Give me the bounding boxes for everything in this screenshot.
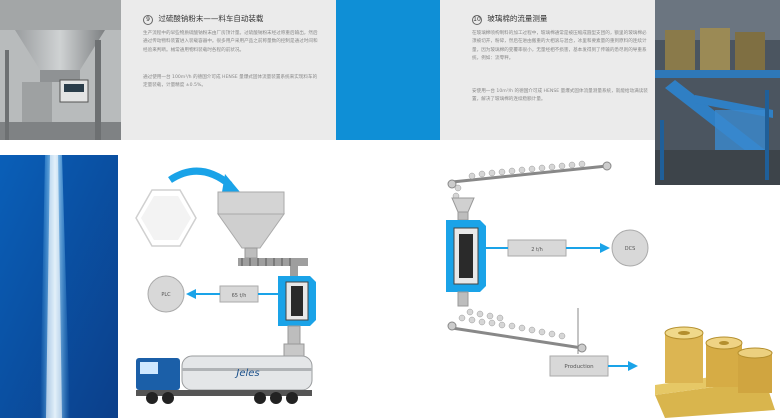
dcs-label: DCS bbox=[625, 246, 636, 252]
section2-title: 玻璃棉的流量测量 bbox=[487, 14, 548, 23]
insulation-rolls-photo bbox=[650, 325, 780, 418]
section2-paragraph-2: 安使用一台 10m³/h 的德国介可成 HENSE 量爆式固体流量测量系统，就能… bbox=[472, 89, 648, 103]
glass-wool-diagram: 2 t/h DCS Production bbox=[432, 158, 662, 388]
section1-text-panel: 9 过硫酸钠粉末——料车自动装载 生产流程中的早些物质硫酸钠粉末由厂房顶计量。过… bbox=[121, 0, 336, 140]
section2-heading: 10 玻璃棉的流量测量 bbox=[472, 13, 547, 25]
powder-spray-photo bbox=[0, 155, 118, 418]
production-label: Production bbox=[564, 364, 594, 370]
truck-brand-text: Jeles bbox=[234, 368, 259, 379]
section1-paragraph-2: 通过使用一台 100m³/h 的德国介可成 HENSE 量爆式固体流量装置系统来… bbox=[143, 75, 318, 89]
conveyor-plant-photo bbox=[655, 0, 780, 185]
section2-text-panel: 10 玻璃棉的流量测量 在玻璃棉喷构制料的加工过程中，玻璃棉通常是被压缩成圆型支… bbox=[440, 0, 655, 140]
section1-paragraph-1: 生产流程中的早些物质硫酸钠粉末由厂房顶计量。过硫酸钠粉末经过称重后输出，然后通过… bbox=[143, 31, 318, 53]
truck-loading-diagram: 65 t/h PLC Jeles bbox=[130, 160, 360, 418]
section1-number: 9 bbox=[143, 15, 153, 25]
left-flow-value: 65 t/h bbox=[232, 293, 247, 299]
right-flow-value: 2 t/h bbox=[531, 247, 543, 253]
section2-number: 10 bbox=[472, 15, 482, 25]
section1-heading: 9 过硫酸钠粉末——料车自动装载 bbox=[143, 13, 263, 25]
section1-title: 过硫酸钠粉末——料车自动装载 bbox=[158, 14, 264, 23]
plc-label: PLC bbox=[161, 292, 171, 298]
accent-blue-block bbox=[336, 0, 440, 140]
silo-hopper-photo bbox=[0, 0, 121, 140]
section2-paragraph-1: 在玻璃棉喷构制料的加工过程中，玻璃棉通常是被压缩成圆型支团的，额里的玻璃棉必须被… bbox=[472, 31, 647, 62]
